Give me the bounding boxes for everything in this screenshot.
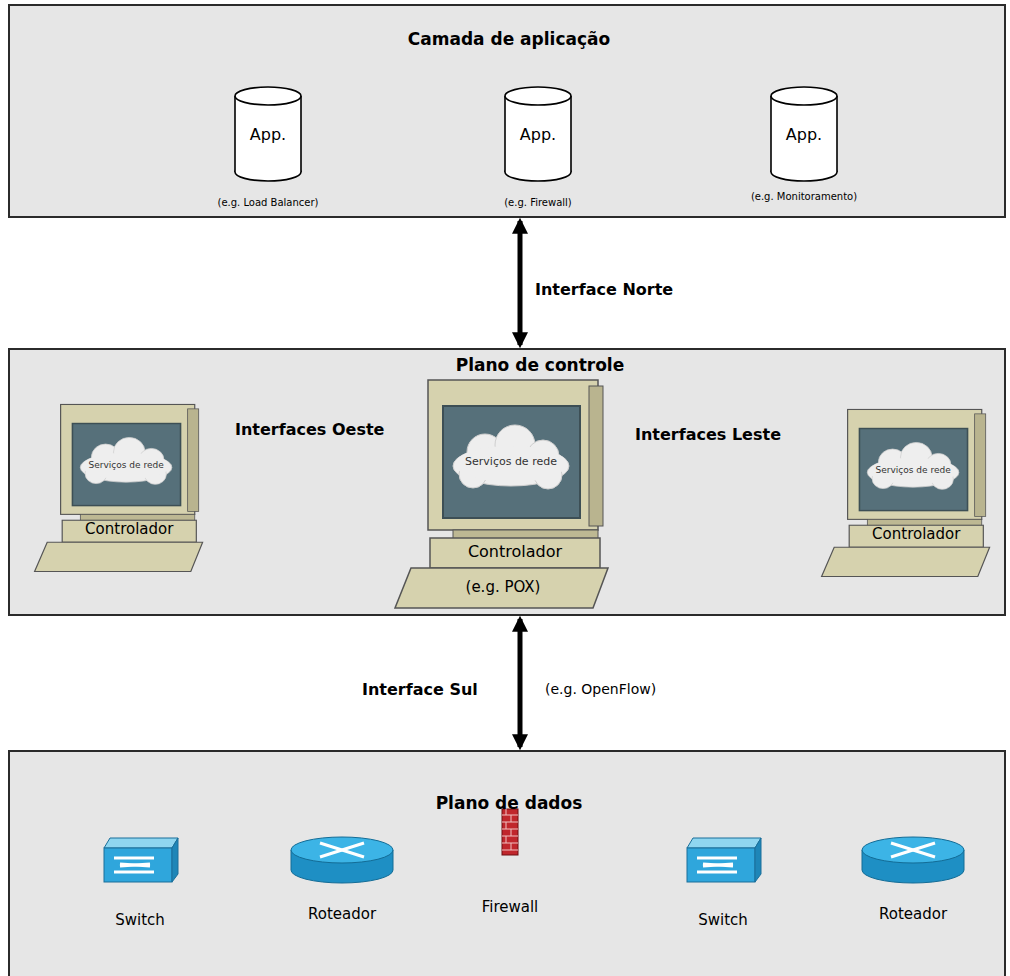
interface-label: Interface Sul bbox=[362, 680, 478, 699]
node-label: Controlador bbox=[445, 543, 585, 561]
layer-band: Camada de aplicaçãoApp.(e.g. Load Balanc… bbox=[8, 4, 1006, 218]
layer-title: Plano de controle bbox=[10, 356, 1010, 376]
interface-label: Interfaces Leste bbox=[635, 425, 781, 444]
layer-title: Camada de aplicação bbox=[10, 30, 1008, 50]
node-label: App. bbox=[233, 126, 303, 144]
device-node: Roteador bbox=[854, 830, 972, 938]
node-label: (e.g. Monitoramento) bbox=[719, 191, 889, 203]
node-label: Firewall bbox=[460, 899, 560, 916]
controller-node: Serviços de redeControlador bbox=[820, 408, 992, 578]
node-label: Switch bbox=[88, 912, 192, 929]
device-node: Firewall bbox=[460, 803, 560, 925]
node-label: Controlador bbox=[846, 526, 986, 543]
interface-label: Interfaces Oeste bbox=[235, 420, 384, 439]
device-node: Roteador bbox=[283, 830, 401, 938]
node-label: Switch bbox=[671, 912, 775, 929]
controller-node: Serviços de redeControlador bbox=[33, 403, 205, 573]
node-label: Roteador bbox=[854, 906, 972, 923]
computer-drawing bbox=[33, 403, 205, 573]
node-label: Roteador bbox=[283, 906, 401, 923]
node-label: Controlador bbox=[59, 521, 199, 538]
interface-arrow bbox=[518, 619, 523, 747]
node-label: Serviços de rede bbox=[66, 460, 186, 470]
computer-drawing bbox=[393, 378, 611, 610]
node-label: (e.g. POX) bbox=[443, 579, 563, 596]
layer-band: Plano de controleServiços de redeControl… bbox=[8, 348, 1006, 616]
node-label: (e.g. Firewall) bbox=[458, 197, 618, 209]
node-label: Serviços de rede bbox=[451, 456, 571, 469]
app-cylinder: App.(e.g. Load Balancer) bbox=[233, 84, 303, 184]
layer-title: Plano de dados bbox=[10, 794, 1008, 814]
interface-arrow bbox=[518, 221, 523, 345]
protocol-note: (e.g. OpenFlow) bbox=[545, 681, 656, 697]
node-label: App. bbox=[503, 126, 573, 144]
node-label: Serviços de rede bbox=[853, 465, 973, 475]
app-cylinder: App.(e.g. Monitoramento) bbox=[769, 84, 839, 184]
computer-drawing bbox=[820, 408, 992, 578]
layer-band: Plano de dadosSwitch Roteador FirewallSwit… bbox=[8, 750, 1006, 976]
node-label: App. bbox=[769, 126, 839, 144]
interface-label: Interface Norte bbox=[535, 280, 673, 299]
device-node: Switch bbox=[88, 830, 192, 938]
app-cylinder: App.(e.g. Firewall) bbox=[503, 84, 573, 184]
node-label: (e.g. Load Balancer) bbox=[188, 197, 348, 209]
controller-node: Serviços de redeControlador (e.g. POX) bbox=[393, 378, 611, 610]
device-node: Switch bbox=[671, 830, 775, 938]
